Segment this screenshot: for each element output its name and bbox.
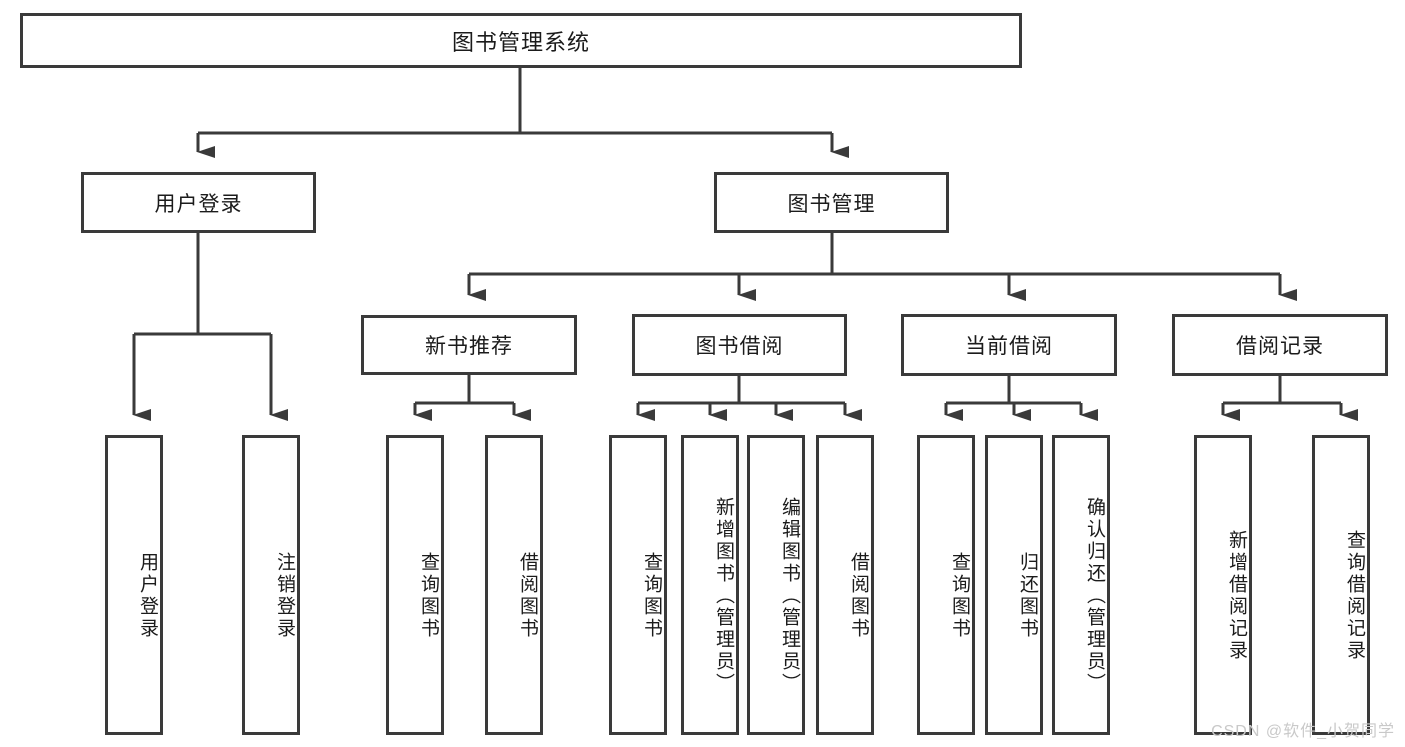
leaf-query-borrow-record[interactable]: 查询借阅记录 [1312, 435, 1370, 735]
leaf-user-logout[interactable]: 注销登录 [242, 435, 300, 735]
leaf-add-borrow-record[interactable]: 新增借阅记录 [1194, 435, 1252, 735]
node-user-login[interactable]: 用户登录 [81, 172, 316, 233]
leaf-query-book-current[interactable]: 查询图书 [917, 435, 975, 735]
leaf-query-book-recommend[interactable]: 查询图书 [386, 435, 444, 735]
leaf-add-book-admin[interactable]: 新增图书（管理员） [681, 435, 739, 735]
node-current-borrow[interactable]: 当前借阅 [901, 314, 1117, 376]
leaf-edit-book-admin[interactable]: 编辑图书（管理员） [747, 435, 805, 735]
node-book-management[interactable]: 图书管理 [714, 172, 949, 233]
leaf-return-book[interactable]: 归还图书 [985, 435, 1043, 735]
watermark: CSDN @软件_小贺同学 [1211, 723, 1395, 740]
leaf-query-book-borrow[interactable]: 查询图书 [609, 435, 667, 735]
leaf-user-login[interactable]: 用户登录 [105, 435, 163, 735]
leaf-borrow-book[interactable]: 借阅图书 [816, 435, 874, 735]
leaf-borrow-book-recommend[interactable]: 借阅图书 [485, 435, 543, 735]
node-new-book-recommend[interactable]: 新书推荐 [361, 315, 577, 375]
node-book-borrow[interactable]: 图书借阅 [632, 314, 847, 376]
node-borrow-record[interactable]: 借阅记录 [1172, 314, 1388, 376]
leaf-confirm-return-admin[interactable]: 确认归还（管理员） [1052, 435, 1110, 735]
node-root-system[interactable]: 图书管理系统 [20, 13, 1022, 68]
